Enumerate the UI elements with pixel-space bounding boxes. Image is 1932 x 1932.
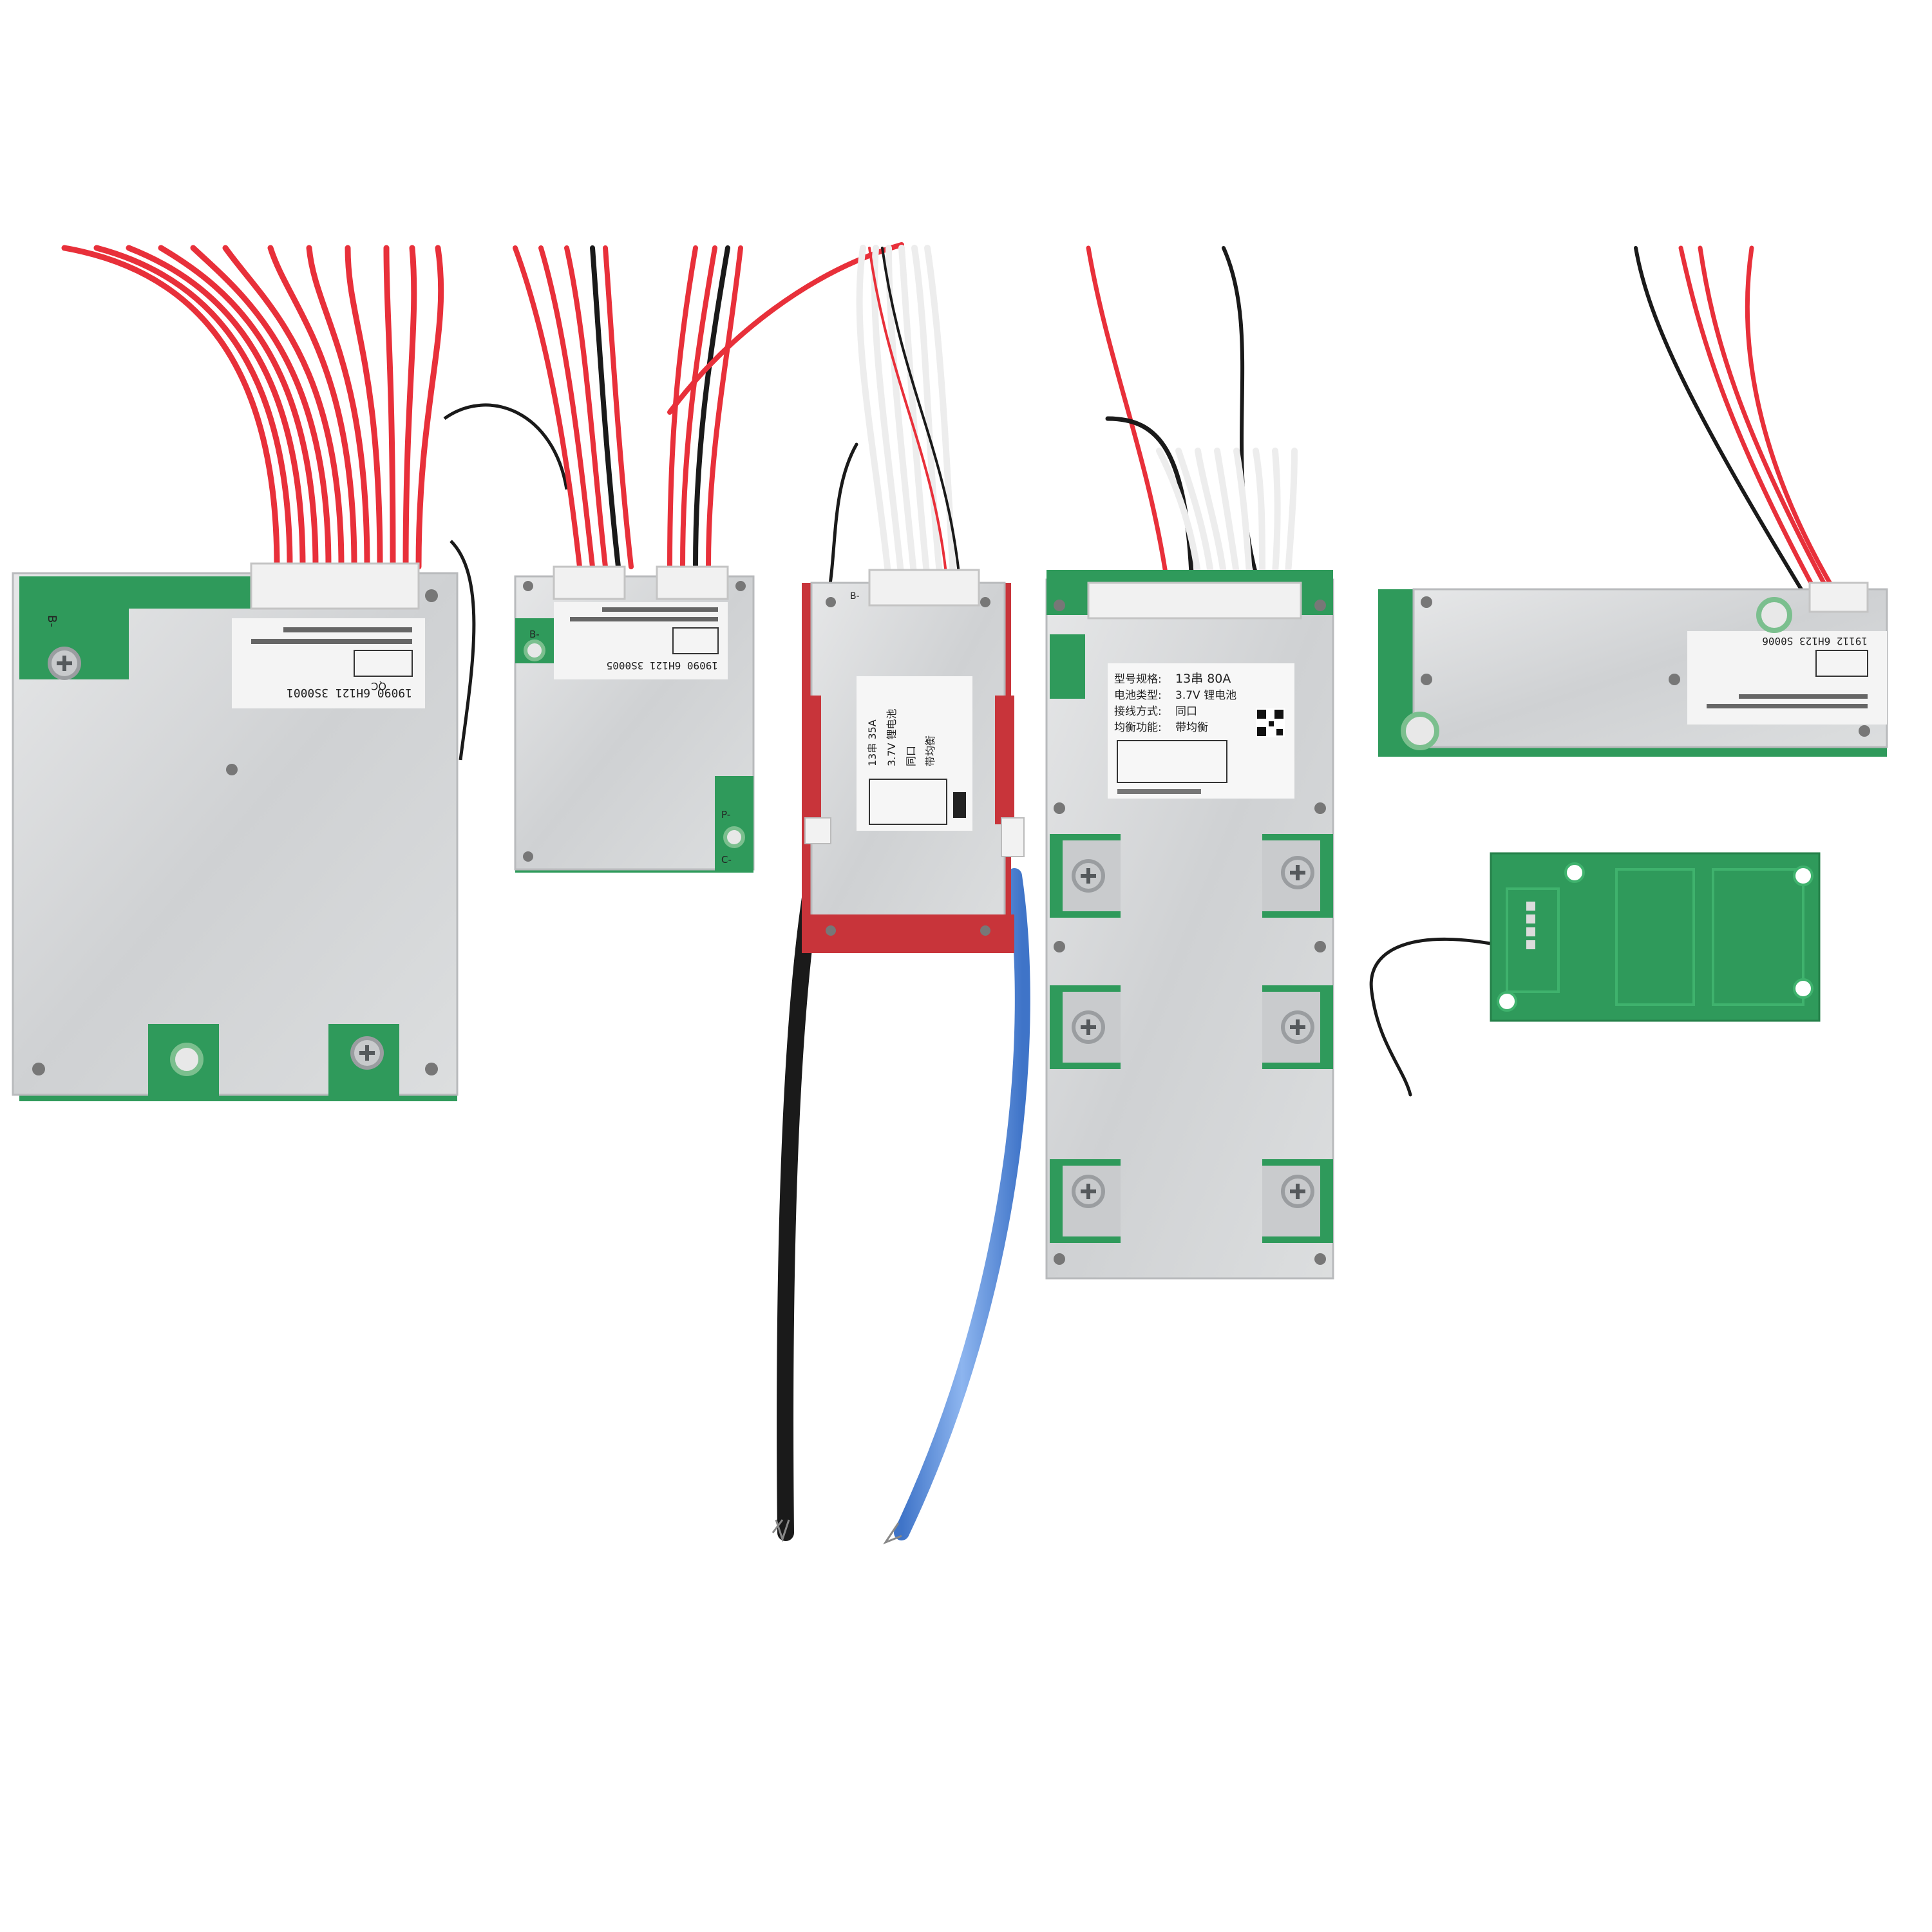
board-d-terminal-screw	[1072, 1010, 1105, 1044]
board-a-mark-qc: QC	[371, 680, 386, 692]
board-e: 19112 6H123 S0006	[1378, 582, 1888, 757]
board-d-terminal-screw	[1281, 856, 1314, 889]
board-c-blue-lead-tip	[883, 1522, 902, 1545]
board-b-mark-p-minus: P-	[721, 809, 730, 820]
board-d: 型号规格: 13串 80A 电池类型: 3.7V 锂电池 接线方式: 同口 均衡…	[1045, 570, 1334, 1280]
board-c-mark-b-minus: B-	[850, 591, 860, 601]
board-d-connector	[1087, 582, 1302, 620]
board-a-terminal-screw	[48, 647, 81, 680]
board-d-balance-key: 均衡功能:	[1114, 721, 1162, 734]
board-c-label: 13串 35A 3.7V 锂电池 同口 带均衡	[857, 676, 972, 831]
board-b-serial: 19090 6H121 3S0005	[607, 659, 718, 672]
board-b-connector	[553, 565, 626, 600]
board-d-balance-value: 带均衡	[1175, 721, 1208, 734]
board-d-wiring-key: 接线方式:	[1114, 705, 1162, 718]
board-f	[1490, 852, 1821, 1022]
board-d-terminal-screw	[1072, 859, 1105, 893]
board-a-connector	[250, 562, 420, 610]
board-b-mark-b-minus: B-	[529, 629, 540, 640]
board-d-cell-key: 电池类型:	[1114, 689, 1162, 702]
board-c-black-lead-tip	[772, 1519, 790, 1542]
board-d-spec-value: 13串 80A	[1175, 672, 1231, 686]
board-a-ntc-wire	[450, 540, 476, 761]
board-a-terminal-screw	[350, 1036, 384, 1070]
board-b-mark-c-minus: C-	[721, 854, 732, 866]
board-d-spec-key: 型号规格:	[1114, 673, 1162, 686]
board-d-terminal-screw	[1072, 1175, 1105, 1208]
board-c-label-line: 同口	[905, 746, 917, 766]
board-b-label: 19090 6H121 3S0005	[554, 602, 728, 679]
board-d-terminal-screw	[1281, 1175, 1314, 1208]
board-a: 19090 6H121 3S0001 B- QC	[12, 562, 459, 1101]
board-b: 19090 6H121 3S0005 B- P- C-	[514, 565, 755, 873]
board-a-serial: 19090 6H121 3S0001	[287, 686, 412, 699]
board-d-spec-label: 型号规格: 13串 80A 电池类型: 3.7V 锂电池 接线方式: 同口 均衡…	[1108, 663, 1294, 799]
board-d-terminal-screw	[1281, 1010, 1314, 1044]
board-e-connector	[1808, 582, 1869, 613]
board-b-wires	[513, 242, 904, 569]
board-e-wires	[1634, 245, 1838, 595]
board-f-pcb	[1490, 852, 1821, 1022]
board-d-wires	[1086, 245, 1298, 576]
board-d-wiring-value: 同口	[1175, 705, 1197, 718]
board-e-serial: 19112 6H123 S0006	[1762, 635, 1868, 647]
board-a-wires	[61, 245, 444, 570]
board-a-sense-wire	[443, 403, 569, 490]
board-d-qr-code-icon	[1256, 708, 1285, 737]
board-c: B- 13串 35A 3.7V 锂电池 同口 带均衡	[802, 569, 1025, 953]
board-a-label: 19090 6H121 3S0001	[232, 618, 425, 708]
board-c-label-line: 13串 35A	[866, 719, 878, 766]
board-c-connector	[868, 569, 980, 607]
board-c-label-line: 带均衡	[924, 735, 936, 766]
board-f-header-pins	[1526, 902, 1535, 949]
board-e-label: 19112 6H123 S0006	[1707, 635, 1868, 708]
board-a-mark-b-minus: B-	[45, 615, 59, 627]
board-b-connector	[656, 565, 729, 600]
board-c-label-line: 3.7V 锂电池	[886, 709, 898, 766]
board-f-wires	[1369, 937, 1509, 1097]
board-d-cell-value: 3.7V 锂电池	[1175, 689, 1236, 702]
